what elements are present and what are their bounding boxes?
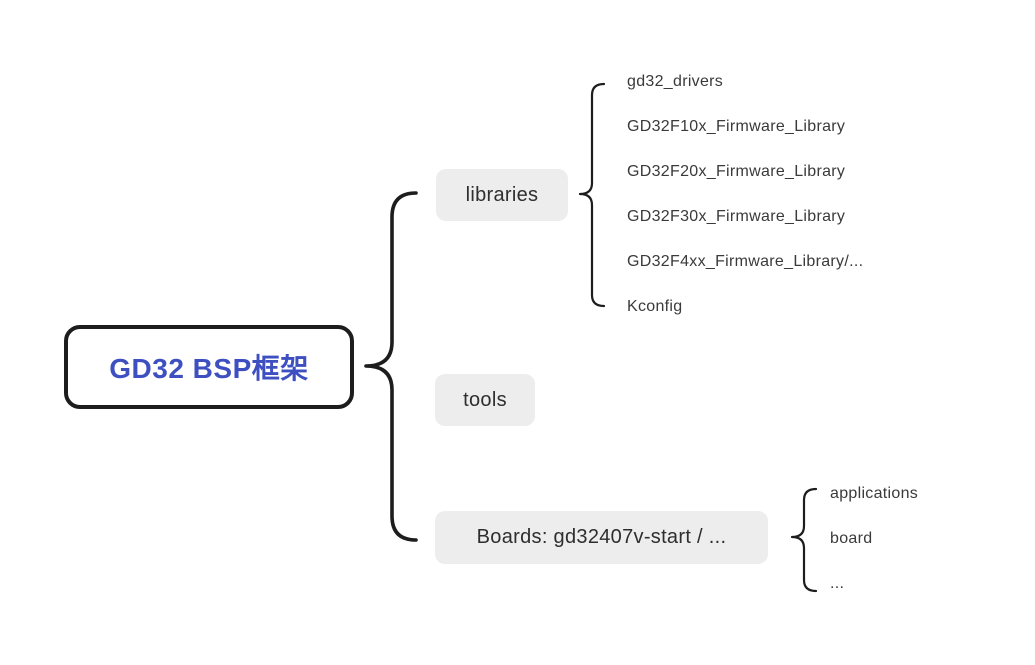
child-node: Kconfig (627, 298, 683, 315)
branch-node-boards: Boards: gd32407v-start / ... (435, 511, 768, 564)
child-node: gd32_drivers (627, 73, 724, 90)
libraries-brace (578, 82, 606, 308)
child-node: GD32F30x_Firmware_Library (627, 208, 846, 225)
root-node-label: GD32 BSP框架 (109, 353, 309, 384)
branch-label: Boards: gd32407v-start / ... (476, 526, 727, 548)
branch-label: tools (463, 388, 507, 411)
child-node: board (830, 530, 873, 547)
child-node: applications (830, 485, 919, 502)
boards-brace (790, 487, 818, 593)
child-node: ... (830, 575, 845, 592)
root-node: GD32 BSP框架 (64, 325, 354, 409)
child-node: GD32F4xx_Firmware_Library/... (627, 253, 864, 270)
branch-label: libraries (465, 183, 539, 206)
child-node: GD32F10x_Firmware_Library (627, 118, 846, 135)
child-node: GD32F20x_Firmware_Library (627, 163, 846, 180)
root-brace (364, 191, 418, 542)
branch-node-libraries: libraries (436, 169, 568, 221)
branch-node-tools: tools (435, 374, 535, 426)
